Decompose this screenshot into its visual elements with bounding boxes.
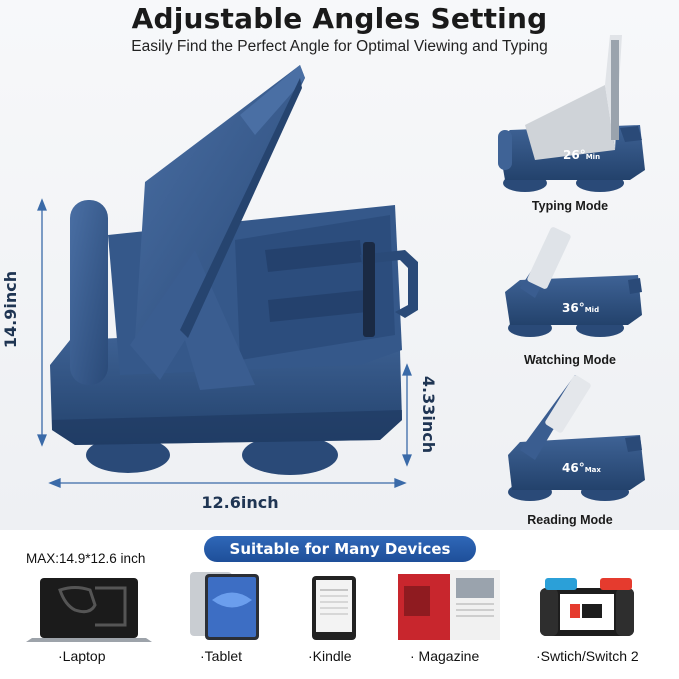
height-dimension-line (37, 198, 47, 447)
handle-strap (363, 242, 375, 337)
typing-mode-label: Typing Mode (531, 199, 609, 213)
tablet-on-stand (527, 227, 571, 289)
mode-thumbnails (498, 35, 645, 501)
typing-mode-thumbnail (498, 35, 645, 192)
tablet-reading (545, 375, 591, 433)
devices-heading: Suitable for Many Devices (204, 536, 476, 562)
watching-angle: 36°Mid (562, 301, 600, 315)
device-label-laptop: ·Laptop (58, 648, 106, 664)
reading-angle: 46°Max (562, 461, 601, 475)
laptop-on-stand (525, 85, 615, 160)
device-label-console: ·Swtich/Switch 2 (536, 648, 639, 664)
left-bolster (70, 200, 108, 385)
tablet-icon (190, 572, 259, 640)
depth-dimension-label: 4.33inch (419, 375, 439, 454)
width-dimension-label: 12.6inch (201, 493, 279, 512)
magazine-icon (398, 570, 500, 640)
watching-mode-label: Watching Mode (524, 353, 616, 367)
game-console-icon (540, 578, 634, 636)
reading-mode-thumbnail (508, 375, 645, 501)
device-icons (26, 570, 634, 642)
device-label-magazine: · Magazine (410, 648, 480, 664)
device-label-kindle: ·Kindle (308, 648, 352, 664)
tilt-board (135, 65, 305, 340)
height-dimension-label: 14.9inch (1, 270, 21, 349)
typing-angle: 26°Min (563, 148, 601, 162)
laptop-icon (26, 578, 152, 642)
depth-dimension-line (402, 363, 412, 467)
foot-right (242, 435, 338, 475)
kindle-icon (312, 576, 356, 640)
page-subtitle: Easily Find the Perfect Angle for Optima… (131, 38, 548, 55)
reading-mode-label: Reading Mode (527, 513, 613, 527)
width-dimension-line (48, 478, 407, 488)
watching-mode-thumbnail (505, 227, 642, 337)
page-title: Adjustable Angles Setting (131, 2, 548, 35)
foot-left (86, 437, 170, 473)
device-label-tablet: ·Tablet (200, 648, 243, 664)
max-size-label: MAX:14.9*12.6 inch (26, 551, 146, 566)
